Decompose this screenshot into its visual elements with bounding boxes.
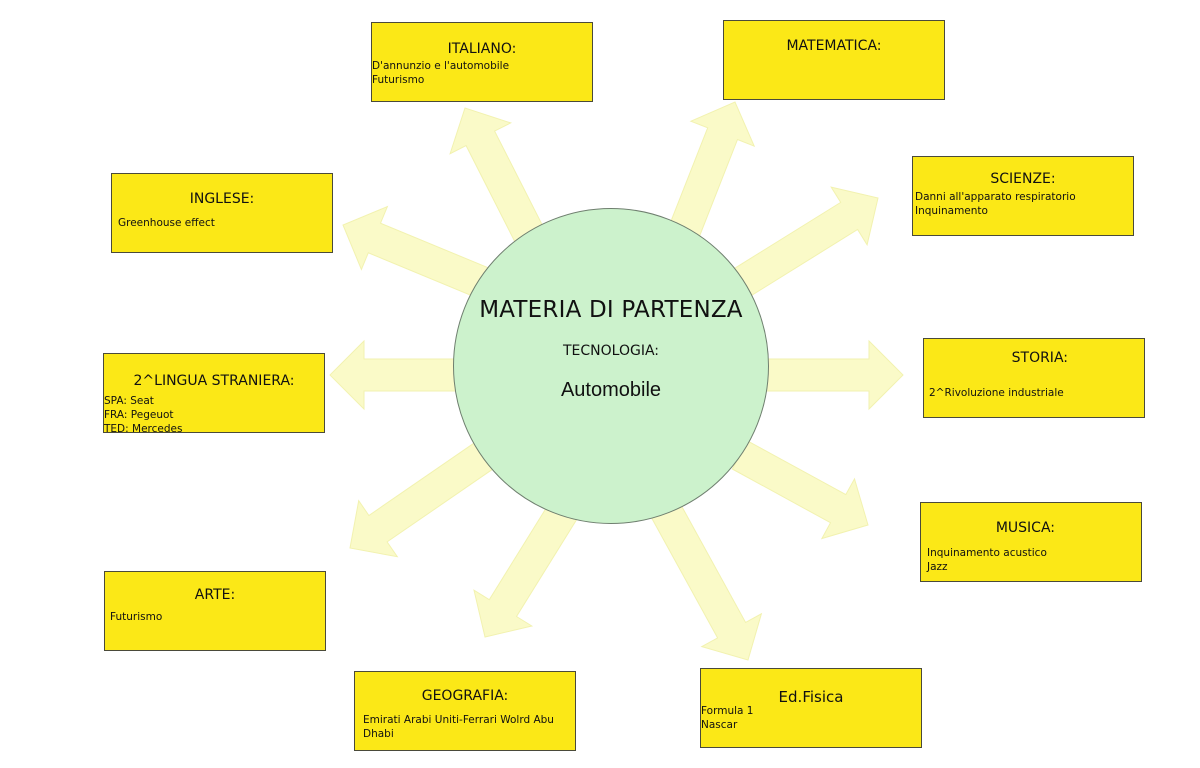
box-line: Futurismo bbox=[372, 74, 425, 86]
center-topic: Automobile bbox=[560, 379, 662, 401]
box-line: Futurismo bbox=[110, 611, 163, 623]
box-title-musica: MUSICA: bbox=[995, 520, 1055, 536]
box-inglese: INGLESE: Greenhouse effect bbox=[111, 173, 333, 253]
box-line: Jazz bbox=[927, 561, 948, 573]
box-title-scienze: SCIENZE: bbox=[990, 171, 1056, 187]
box-storia: STORIA: 2^Rivoluzione industriale bbox=[923, 338, 1145, 418]
box-line: D'annunzio e l'automobile bbox=[372, 60, 510, 72]
box-musica: MUSICA: Inquinamento acustico Jazz bbox=[920, 502, 1142, 582]
center-circle: MATERIA DI PARTENZA TECNOLOGIA: Automobi… bbox=[453, 208, 769, 524]
arrow-scienze bbox=[720, 186, 879, 305]
arrow-ed-fisica bbox=[645, 491, 763, 661]
box-title-matematica: MATEMATICA: bbox=[786, 38, 882, 54]
box-line: Emirati Arabi Uniti-Ferrari Wolrd Abu Dh… bbox=[363, 714, 554, 740]
box-title-italiano: ITALIANO: bbox=[447, 41, 517, 57]
box-lingua-straniera: 2^LINGUA STRANIERA: SPA: Seat FRA: Pegeu… bbox=[103, 353, 325, 435]
arrow-musica bbox=[731, 440, 869, 540]
box-title-lingua-straniera: 2^LINGUA STRANIERA: bbox=[133, 373, 295, 389]
box-scienze: SCIENZE: Danni all'apparato respiratorio… bbox=[912, 156, 1134, 236]
box-title-geografia: GEOGRAFIA: bbox=[421, 688, 509, 704]
box-line: Inquinamento acustico bbox=[927, 547, 1047, 559]
box-italiano: ITALIANO: D'annunzio e l'automobile Futu… bbox=[371, 22, 593, 102]
box-matematica: MATEMATICA: bbox=[723, 20, 945, 100]
box-line: Greenhouse effect bbox=[118, 217, 215, 229]
box-title-arte: ARTE: bbox=[194, 587, 236, 603]
arrow-lingua bbox=[329, 339, 459, 411]
box-arte: ARTE: Futurismo bbox=[104, 571, 326, 651]
box-title-storia: STORIA: bbox=[1011, 350, 1068, 366]
arrow-italiano bbox=[449, 107, 551, 256]
box-line: Formula 1 bbox=[701, 705, 754, 717]
arrow-geografia bbox=[473, 490, 585, 638]
box-line: SPA: Seat bbox=[104, 395, 154, 407]
box-line: TED: Mercedes bbox=[104, 423, 183, 435]
center-title: MATERIA DI PARTENZA bbox=[479, 297, 743, 323]
box-line: Inquinamento bbox=[915, 205, 988, 217]
box-geografia: GEOGRAFIA: Emirati Arabi Uniti-Ferrari W… bbox=[354, 671, 576, 751]
box-title-ed-fisica: Ed.Fisica bbox=[778, 688, 844, 706]
arrow-matematica bbox=[664, 101, 756, 249]
box-ed-fisica: Ed.Fisica Formula 1 Nascar bbox=[700, 668, 922, 748]
box-line: Nascar bbox=[701, 719, 738, 731]
box-title-inglese: INGLESE: bbox=[189, 191, 255, 207]
box-line: FRA: Pegeuot bbox=[104, 409, 174, 421]
box-line: 2^Rivoluzione industriale bbox=[929, 387, 1064, 399]
box-line: Danni all'apparato respiratorio bbox=[915, 191, 1076, 203]
center-subtitle: TECNOLOGIA: bbox=[562, 343, 659, 359]
arrow-storia bbox=[764, 339, 904, 411]
arrow-arte bbox=[349, 441, 495, 558]
